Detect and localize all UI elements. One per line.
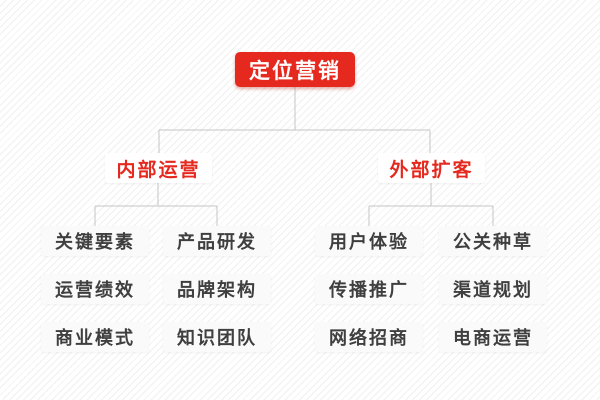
leaf-node-business-model: 商业模式 xyxy=(41,322,149,352)
leaf-node-channel-planning: 渠道规划 xyxy=(439,274,547,304)
leaf-node-ecommerce-operation: 电商运营 xyxy=(439,322,547,352)
leaf-node-promotion-spread: 传播推广 xyxy=(315,274,423,304)
leaf-node-operation-performance: 运营绩效 xyxy=(41,274,149,304)
leaf-node-product-rd: 产品研发 xyxy=(163,226,271,256)
leaf-node-knowledge-team: 知识团队 xyxy=(163,322,271,352)
leaf-node-online-investment: 网络招商 xyxy=(315,322,423,352)
leaf-node-pr-seeding: 公关种草 xyxy=(439,226,547,256)
leaf-node-brand-architecture: 品牌架构 xyxy=(163,274,271,304)
branch-node-internal-operations: 内部运营 xyxy=(105,153,212,183)
root-node-positioning-marketing: 定位营销 xyxy=(235,52,355,87)
leaf-node-user-experience: 用户体验 xyxy=(315,226,423,256)
leaf-node-key-elements: 关键要素 xyxy=(41,226,149,256)
branch-node-external-expansion: 外部扩客 xyxy=(378,153,485,183)
